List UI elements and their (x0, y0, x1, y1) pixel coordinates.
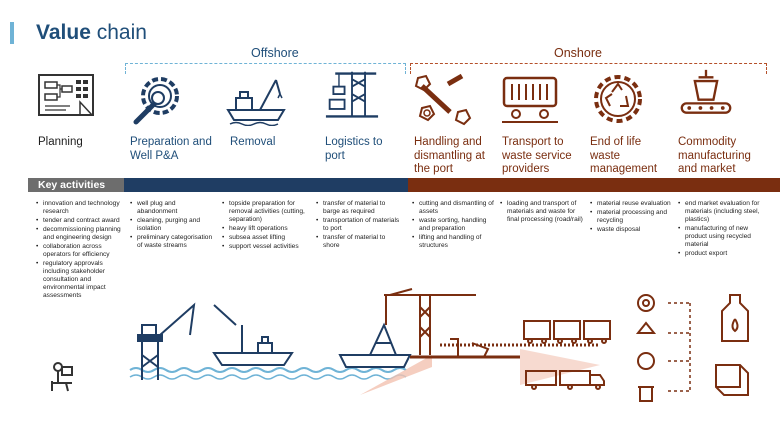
list-item: transfer of material to shore (316, 234, 402, 250)
list-item: collaboration across operators for effic… (36, 243, 122, 259)
planning-board-icon (38, 74, 94, 116)
key-activities-band (28, 178, 780, 192)
band-planning-segment (28, 178, 124, 192)
list-item: topside preparation for removal activiti… (222, 200, 310, 224)
title-bold: Value (36, 21, 91, 44)
list-item: end market evaluation for materials (inc… (678, 200, 770, 224)
band-onshore-segment (408, 178, 780, 192)
stage-commodity: Commodity manufacturing and market (678, 136, 751, 175)
key-activities-label: Key activities (38, 179, 106, 191)
list-item: cleaning, purging and isolation (130, 217, 216, 233)
bolts-nuts-icon (414, 73, 472, 126)
stage-transport: Transport to waste service providers (502, 136, 572, 175)
band-offshore-segment (124, 178, 408, 192)
list-item: subsea asset lifting (222, 234, 310, 242)
list-item: well plug and abandonment (130, 200, 216, 216)
sea-waves (129, 367, 407, 373)
list-item: material reuse evaluation (590, 200, 674, 208)
person-at-desk (51, 362, 73, 392)
crane-vessel (212, 304, 294, 366)
value-chain-illustration (51, 288, 749, 402)
list-item: support vessel activities (222, 243, 310, 251)
activities-logistics: transfer of material to barge as require… (316, 200, 402, 251)
page-title: Value chain (36, 21, 147, 45)
onshore-bracket (410, 63, 767, 74)
barge (338, 322, 412, 368)
stage-preparation: Preparation and Well P&A (130, 136, 212, 162)
truck (525, 370, 605, 390)
list-item: decommissioning planning and engineering… (36, 226, 122, 242)
list-item: cutting and dismantling of assets (412, 200, 496, 216)
bottle-and-steel (715, 294, 749, 396)
list-item: transportation of materials to port (316, 217, 402, 233)
stage-end-of-life: End of life waste management (590, 136, 658, 175)
list-item: heavy lift operations (222, 225, 310, 233)
activities-preparation: well plug and abandonment cleaning, purg… (130, 200, 216, 251)
onshore-label: Onshore (554, 46, 602, 60)
wrench-gear-icon (133, 77, 179, 125)
list-item: waste disposal (590, 226, 674, 234)
recycle-gear-icon (594, 75, 642, 123)
list-item: manufacturing of new product using recyc… (678, 225, 770, 249)
crane-vessel-icon (226, 79, 286, 126)
list-item: tender and contract award (36, 217, 122, 225)
list-item: innovation and technology research (36, 200, 122, 216)
title-rest: chain (90, 21, 147, 44)
train (523, 320, 611, 344)
list-item: loading and transport of materials and w… (500, 200, 586, 224)
activities-end-of-life: material reuse evaluation material proce… (590, 200, 674, 235)
rail-wagon-icon (502, 76, 558, 123)
stage-logistics: Logistics to port (325, 136, 383, 162)
list-item: regulatory approvals including stakehold… (36, 260, 122, 300)
offshore-label: Offshore (251, 46, 299, 60)
oil-platform (137, 302, 196, 380)
list-item: waste sorting, handling and preparation (412, 217, 496, 233)
list-item: transfer of material to barge as require… (316, 200, 402, 216)
port-crane (384, 288, 476, 355)
port-crane-icon (325, 71, 379, 118)
offload-ray (360, 355, 432, 395)
stage-handling: Handling and dismantling at the port (414, 136, 485, 175)
list-item: material processing and recycling (590, 209, 674, 225)
stage-removal: Removal (230, 136, 276, 148)
waste-icons (635, 294, 657, 402)
list-item: product export (678, 250, 770, 258)
offshore-bracket (125, 63, 406, 74)
stage-planning: Planning (38, 136, 83, 148)
activities-handling: cutting and dismantling of assets waste … (412, 200, 496, 251)
title-accent-bar (10, 22, 14, 44)
activities-commodity: end market evaluation for materials (inc… (678, 200, 770, 259)
activities-planning: innovation and technology research tende… (36, 200, 122, 301)
conveyor-icon (680, 69, 732, 114)
activities-removal: topside preparation for removal activiti… (222, 200, 310, 252)
list-item: preliminary categorisation of waste stre… (130, 234, 216, 250)
connector-dashes (668, 302, 691, 392)
list-item: lifting and handling of structures (412, 234, 496, 250)
activities-transport: loading and transport of materials and w… (500, 200, 586, 225)
